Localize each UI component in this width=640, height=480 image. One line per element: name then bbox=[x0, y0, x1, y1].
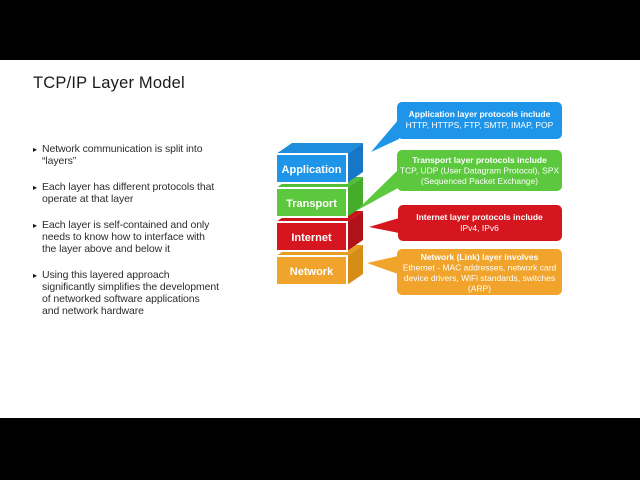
box-front-face bbox=[275, 187, 348, 218]
box-top-face bbox=[276, 143, 363, 154]
callout-title: Network (Link) layer involves bbox=[421, 252, 539, 262]
bullet-icon: ▸ bbox=[33, 270, 38, 280]
layer-box-application: Application bbox=[275, 143, 363, 184]
layer-label: Application bbox=[282, 164, 342, 176]
box-front-face bbox=[275, 221, 348, 252]
callout-line: TCP, UDP (User Datagram Protocol), SPX bbox=[400, 166, 560, 176]
layer-label: Network bbox=[290, 266, 334, 278]
bullet-text: Each layer has different protocols that … bbox=[42, 181, 215, 205]
callout-transport: Transport layer protocols include TCP, U… bbox=[356, 150, 562, 211]
list-item: ▸ Each layer has different protocols tha… bbox=[33, 181, 263, 205]
callout-tail bbox=[371, 119, 399, 152]
page-title: TCP/IP Layer Model bbox=[33, 74, 185, 92]
callout-tail bbox=[369, 218, 399, 233]
callout-internet: Internet layer protocols include IPv4, I… bbox=[369, 205, 562, 241]
bullet-text: Using this layered approach significantl… bbox=[42, 269, 219, 317]
bullet-text: Each layer is self-contained and only ne… bbox=[42, 219, 210, 255]
bullet-list: ▸ Network communication is split into “l… bbox=[33, 143, 263, 331]
box-side-face bbox=[347, 177, 363, 217]
callout-line: (Sequenced Packet Exchange) bbox=[421, 176, 538, 186]
layer-label: Transport bbox=[286, 198, 337, 210]
bullet-icon: ▸ bbox=[33, 182, 38, 192]
callout-line: device drivers, WiFi standards, switches bbox=[404, 273, 555, 283]
layer-box-internet: Internet bbox=[275, 211, 363, 252]
box-side-face bbox=[347, 143, 363, 183]
callout-title: Application layer protocols include bbox=[409, 109, 551, 119]
list-item: ▸ Each layer is self-contained and only … bbox=[33, 219, 263, 255]
tcpip-layer-diagram: Network Internet Transport Application bbox=[275, 102, 562, 295]
callout-tail bbox=[356, 170, 398, 211]
callout-line: IPv4, IPv6 bbox=[460, 223, 499, 233]
layer-label: Internet bbox=[291, 232, 332, 244]
box-front-face bbox=[275, 153, 348, 184]
slide: TCP/IP Layer Model ▸ Network communicati… bbox=[0, 60, 640, 418]
callout-bubble bbox=[397, 249, 562, 295]
box-front-face bbox=[275, 255, 348, 286]
bullet-icon: ▸ bbox=[33, 144, 38, 154]
callout-title: Transport layer protocols include bbox=[412, 155, 547, 165]
callout-tail bbox=[367, 256, 398, 274]
callout-bubble bbox=[397, 150, 562, 191]
list-item: ▸ Using this layered approach significan… bbox=[33, 269, 263, 317]
callout-title: Internet layer protocols include bbox=[416, 212, 543, 222]
list-item: ▸ Network communication is split into “l… bbox=[33, 143, 263, 167]
callout-line: (ARP) bbox=[468, 284, 491, 294]
bullet-text: Network communication is split into “lay… bbox=[42, 143, 203, 167]
callout-bubble bbox=[398, 205, 562, 241]
box-side-face bbox=[347, 211, 363, 251]
bullet-icon: ▸ bbox=[33, 220, 38, 230]
callout-application: Application layer protocols include HTTP… bbox=[371, 102, 562, 152]
callout-line: HTTP, HTTPS, FTP, SMTP, IMAP, POP bbox=[406, 120, 554, 130]
callout-bubble bbox=[397, 102, 562, 139]
box-side-face bbox=[347, 245, 363, 285]
callout-line: Ethernet - MAC addresses, network card bbox=[403, 263, 557, 273]
callout-network: Network (Link) layer involves Ethernet -… bbox=[367, 249, 562, 295]
